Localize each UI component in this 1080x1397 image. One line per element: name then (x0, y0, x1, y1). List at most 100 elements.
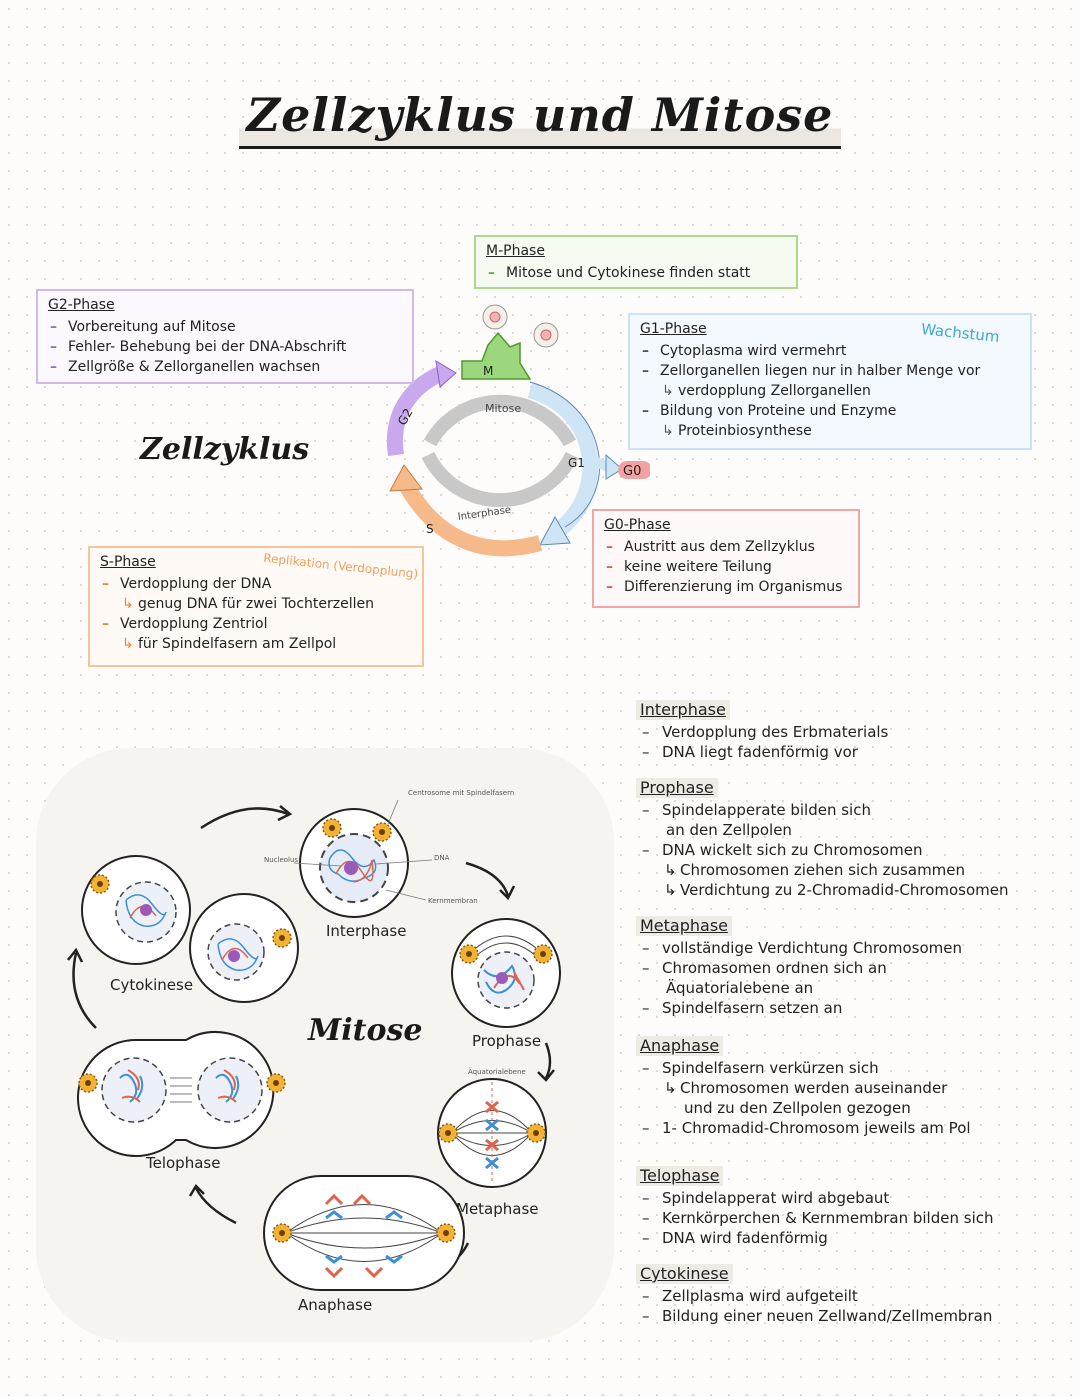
note-item: Chromasomen ordnen sich an (636, 958, 1076, 978)
g0-label: G0 (623, 464, 641, 479)
s-phase-box: S-Phase Replikation (Verdopplung) Verdop… (88, 546, 424, 667)
g1-phase-box: G1-Phase Wachstum Cytoplasma wird vermeh… (628, 313, 1032, 450)
note-title: Prophase (636, 778, 718, 798)
note-continuation: und zu den Zellpolen gezogen (684, 1099, 911, 1117)
g1-phase-subitem: verdopplung Zellorganellen (640, 381, 1020, 401)
note-item: Spindelfasern verkürzen sich (636, 1058, 1076, 1078)
note-item: Spindelapperate bilden sich (636, 800, 1076, 820)
stage-label-anaphase: Anaphase (298, 1296, 372, 1314)
m-label: M (483, 364, 493, 378)
s-phase-item: Verdopplung Zentriol (100, 614, 412, 634)
annot-aquatorial: Äquatorialebene (468, 1067, 526, 1076)
note-item: DNA wickelt sich zu Chromosomen (636, 840, 1076, 860)
note-item: Spindelfasern setzen an (636, 998, 1076, 1018)
stage-label-prophase: Prophase (472, 1032, 541, 1050)
m-phase-item: Mitose und Cytokinese finden statt (486, 263, 786, 283)
g0-arrowhead (605, 453, 623, 480)
s-phase-subitem: für Spindelfasern am Zellpol (100, 634, 412, 654)
s-phase-item: Verdopplung der DNA (100, 574, 412, 594)
s-arc (399, 480, 543, 557)
g1-arrowhead (539, 515, 571, 546)
g2-phase-item: Vorbereitung auf Mitose (48, 317, 402, 337)
note-item: vollständige Verdichtung Chromosomen (636, 938, 1076, 958)
note-interphase: Interphase Verdopplung des Erbmaterials … (636, 700, 1076, 762)
prophase-cell (451, 918, 561, 1028)
g1-phase-title: G1-Phase (640, 321, 707, 337)
telophase-cell (77, 1031, 286, 1157)
annotation-lines (293, 799, 433, 901)
g0-phase-box: G0-Phase Austritt aus dem Zellzyklus kei… (592, 509, 860, 608)
g1-phase-item: Bildung von Proteine und Enzyme (640, 401, 1020, 421)
g2-phase-box: G2-Phase Vorbereitung auf Mitose Fehler-… (36, 289, 414, 384)
s-phase-title: S-Phase (100, 554, 156, 570)
g0-phase-title: G0-Phase (604, 517, 671, 533)
g1-phase-subitem: Proteinbiosynthese (640, 421, 1020, 441)
note-title: Cytokinese (636, 1264, 733, 1284)
interphase-inner-label: Interphase (457, 505, 512, 523)
note-item: Bildung einer neuen Zellwand/Zellmembran (636, 1306, 1076, 1326)
note-subitem: Verdichtung zu 2-Chromadid-Chromosomen (636, 880, 1076, 900)
g0-pill (618, 461, 650, 479)
note-item: Verdopplung des Erbmaterials (636, 722, 1076, 742)
note-subitem: Chromosomen werden auseinander (636, 1078, 1076, 1098)
note-title: Telophase (636, 1166, 724, 1186)
note-continuation: Äquatorialebene an (666, 979, 814, 997)
g2-arrowhead (435, 360, 457, 388)
interphase-inner-arc (421, 451, 579, 508)
g2-phase-title: G2-Phase (48, 297, 115, 313)
stage-label-metaphase: Metaphase (456, 1200, 539, 1218)
title-area: Zellzyklus und Mitose (0, 88, 1080, 149)
note-metaphase: Metaphase vollständige Verdichtung Chrom… (636, 916, 1076, 1018)
note-item: 1- Chromadid-Chromosom jeweils am Pol (636, 1118, 1076, 1138)
mitose-heading: Mitose (308, 1013, 423, 1048)
m-block (461, 331, 532, 380)
mitose-inner-label: Mitose (485, 402, 521, 415)
annot-kernmembran: Kernmembran (428, 897, 478, 905)
anaphase-cell (263, 1175, 465, 1291)
daughter-cells-icon (482, 304, 559, 348)
s-label: S (426, 522, 434, 536)
s-arrowhead (389, 464, 423, 492)
mitosis-notes: Interphase Verdopplung des Erbmaterials … (636, 700, 1076, 1340)
g1-label: G1 (568, 456, 585, 470)
note-continuation: an den Zellpolen (666, 821, 792, 839)
note-anaphase: Anaphase Spindelfasern verkürzen sich Ch… (636, 1036, 1076, 1138)
note-item: DNA wird fadenförmig (636, 1228, 1076, 1248)
annot-dna: DNA (434, 854, 450, 862)
g0-branch (582, 452, 610, 472)
cycle-heading: Zellzyklus (140, 432, 310, 467)
g0-phase-item: keine weitere Teilung (604, 557, 848, 577)
stage-label-interphase: Interphase (326, 922, 406, 940)
note-cytokinese: Cytokinese Zellplasma wird aufgeteilt Bi… (636, 1264, 1076, 1326)
g1-phase-item: Zellorganellen liegen nur in halber Meng… (640, 361, 1020, 381)
m-phase-title: M-Phase (486, 243, 545, 259)
interphase-cell (299, 808, 409, 918)
note-item: Spindelapperat wird abgebaut (636, 1188, 1076, 1208)
annot-centrosome: Centrosome mit Spindelfasern (408, 789, 514, 797)
g0-phase-item: Austritt aus dem Zellzyklus (604, 537, 848, 557)
stage-label-telophase: Telophase (145, 1154, 220, 1172)
note-item: DNA liegt fadenförmig vor (636, 742, 1076, 762)
note-title: Metaphase (636, 916, 733, 936)
note-title: Anaphase (636, 1036, 724, 1056)
stage-label-cytokinese: Cytokinese (110, 976, 193, 994)
cytokinese-cells (81, 855, 299, 1003)
g1-phase-item: Cytoplasma wird vermehrt (640, 341, 1020, 361)
note-prophase: Prophase Spindelapperate bilden sich an … (636, 778, 1076, 900)
metaphase-cell (437, 1078, 547, 1188)
s-phase-subitem: genug DNA für zwei Tochterzellen (100, 594, 412, 614)
note-item: Kernkörperchen & Kernmembran bilden sich (636, 1208, 1076, 1228)
m-phase-box: M-Phase Mitose und Cytokinese finden sta… (474, 235, 798, 289)
note-telophase: Telophase Spindelapperat wird abgebaut K… (636, 1166, 1076, 1248)
cell-cycle-diagram: Mitose Interphase M G1 S G2 G0 (386, 304, 650, 557)
g0-phase-item: Differenzierung im Organismus (604, 577, 848, 597)
mitose-inner-arc (423, 394, 577, 447)
g2-phase-item: Zellgröße & Zellorganellen wachsen (48, 357, 402, 377)
mitosis-diagram: Interphase Centrosome mit Spindelfasern … (67, 789, 561, 1314)
note-title: Interphase (636, 700, 730, 720)
g2-arc (386, 365, 446, 457)
annot-nucleolus: Nucleolus (264, 856, 298, 864)
g2-phase-item: Fehler- Behebung bei der DNA-Abschrift (48, 337, 402, 357)
note-subitem: Chromosomen ziehen sich zusammen (636, 860, 1076, 880)
note-item: Zellplasma wird aufgeteilt (636, 1286, 1076, 1306)
